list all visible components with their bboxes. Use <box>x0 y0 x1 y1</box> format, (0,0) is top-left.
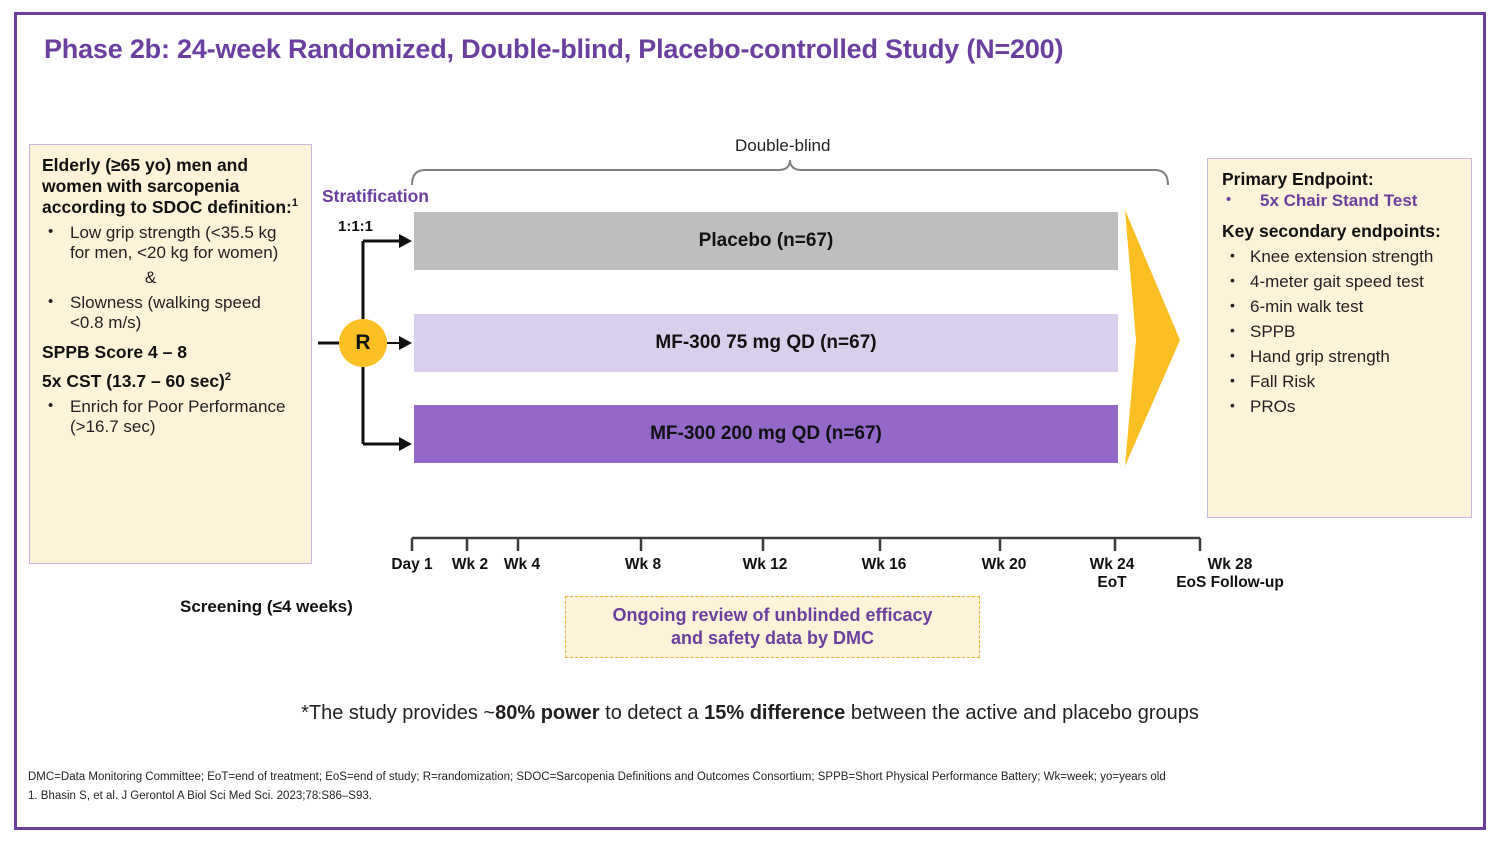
double-blind-brace <box>411 159 1169 186</box>
arrowhead-arm-0 <box>399 234 412 248</box>
criterion-text: Low grip strength (<35.5 kg for men, <20… <box>70 223 279 263</box>
criterion-item: • Slowness (walking speed <0.8 m/s) <box>42 293 299 334</box>
bullet-icon: • <box>1230 347 1235 364</box>
endpoints-card: Primary Endpoint: • 5x Chair Stand Test … <box>1207 158 1472 518</box>
timeline-ticks <box>410 538 1202 551</box>
secondary-endpoints-heading: Key secondary endpoints: <box>1222 221 1441 241</box>
tick-label-text: Wk 28 <box>1207 556 1253 573</box>
secondary-endpoint-item: • 4-meter gait speed test <box>1222 272 1459 292</box>
tick-label-text: Wk 4 <box>503 556 541 573</box>
study-arm-mf300-75mg: MF-300 75 mg QD (n=67) <box>414 314 1118 372</box>
population-heading: Elderly (≥65 yo) men and women with sarc… <box>42 155 299 218</box>
dmc-line-1: Ongoing review of unblinded efficacy <box>612 604 933 625</box>
arrowhead-arm-2 <box>399 437 412 451</box>
population-heading-text: Elderly (≥65 yo) men and women with sarc… <box>42 155 292 217</box>
secondary-endpoint-item: • 6-min walk test <box>1222 297 1459 317</box>
cst-line: 5x CST (13.7 – 60 sec)2 <box>42 371 299 392</box>
tick-label-text: Wk 2 <box>451 556 489 573</box>
timeline-tick-wk28: Wk 28 EoS Follow-up <box>1176 556 1284 592</box>
primary-endpoint-heading: Primary Endpoint: <box>1222 169 1374 189</box>
timeline-tick-wk20: Wk 20 <box>982 556 1027 574</box>
power-part-3: between the active and placebo groups <box>845 702 1199 724</box>
secondary-endpoint-text: PROs <box>1250 397 1296 417</box>
timeline-tick-wk8: Wk 8 <box>625 556 661 574</box>
bullet-icon: • <box>1230 272 1235 289</box>
conjunction-label: & <box>144 267 157 287</box>
timeline-tick-wk16: Wk 16 <box>862 556 907 574</box>
bullet-icon: • <box>1226 191 1232 208</box>
secondary-endpoint-text: 6-min walk test <box>1250 297 1364 317</box>
allocation-ratio-label: 1:1:1 <box>338 218 374 235</box>
power-bold-1: 80% power <box>495 702 600 724</box>
study-arm-placebo: Placebo (n=67) <box>414 212 1118 270</box>
population-criteria-card: Elderly (≥65 yo) men and women with sarc… <box>29 144 312 564</box>
criterion-text: Slowness (walking speed <0.8 m/s) <box>70 292 261 333</box>
tick-label-text: Wk 16 <box>861 556 907 573</box>
population-heading-superscript: 1 <box>291 197 298 210</box>
power-part-2: to detect a <box>599 702 705 724</box>
power-statement: *The study provides ~80% power to detect… <box>0 702 1500 725</box>
power-part-1: *The study provides ~ <box>301 702 496 724</box>
screening-label: Screening (≤4 weeks) <box>180 597 353 616</box>
tick-label-text: Wk 24 <box>1089 556 1135 573</box>
secondary-endpoint-text: SPPB <box>1250 322 1296 342</box>
timeline-tick-wk2: Wk 2 <box>452 556 488 574</box>
secondary-endpoint-text: Hand grip strength <box>1250 347 1390 367</box>
power-bold-2: 15% difference <box>704 702 846 724</box>
secondary-endpoint-item: • PROs <box>1222 397 1459 417</box>
secondary-endpoint-item: • Hand grip strength <box>1222 347 1459 367</box>
timeline-tick-wk4: Wk 4 <box>504 556 540 574</box>
bullet-icon: • <box>1230 322 1235 339</box>
tick-label-text: Wk 8 <box>624 556 662 573</box>
footnote-reference: 1. Bhasin S, et al. J Gerontol A Biol Sc… <box>28 790 372 802</box>
tick-sublabel-text: EoT <box>1097 573 1127 591</box>
sppb-score-line: SPPB Score 4 – 8 <box>42 341 187 362</box>
secondary-endpoint-item: • Fall Risk <box>1222 372 1459 392</box>
dmc-line-2: and safety data by DMC <box>670 628 875 648</box>
stratification-label: Stratification <box>322 186 429 206</box>
secondary-endpoint-text: 4-meter gait speed test <box>1250 272 1424 292</box>
secondary-endpoint-text: Fall Risk <box>1250 372 1316 392</box>
study-arm-mf300-200mg: MF-300 200 mg QD (n=67) <box>414 405 1118 463</box>
bullet-icon: • <box>48 396 54 414</box>
double-blind-label: Double-blind <box>735 136 831 155</box>
timeline-tick-day1: Day 1 <box>391 556 432 574</box>
study-completion-arrow <box>1125 210 1180 466</box>
bullet-icon: • <box>1230 297 1235 314</box>
bullet-icon: • <box>1230 372 1235 389</box>
primary-endpoint-item: • 5x Chair Stand Test <box>1222 191 1459 211</box>
arrowhead-arm-1 <box>399 336 412 350</box>
timeline-tick-wk24: Wk 24 EoT <box>1090 556 1135 592</box>
bullet-icon: • <box>48 223 54 240</box>
tick-label-text: Wk 20 <box>981 556 1027 573</box>
bullet-icon: • <box>1230 247 1235 263</box>
enrich-item: • Enrich for Poor Performance (>16.7 sec… <box>42 397 299 438</box>
secondary-endpoint-item: • Knee extension strength <box>1222 247 1459 267</box>
tick-sublabel-text: EoS Follow-up <box>1176 573 1284 591</box>
bullet-icon: • <box>1230 397 1235 414</box>
enrich-text: Enrich for Poor Performance (>16.7 sec) <box>70 396 286 436</box>
randomization-node: R <box>339 319 387 367</box>
primary-endpoint-text: 5x Chair Stand Test <box>1260 191 1418 210</box>
timeline-tick-wk12: Wk 12 <box>743 556 788 574</box>
criterion-item: • Low grip strength (<35.5 kg for men, <… <box>42 223 299 264</box>
secondary-endpoint-item: • SPPB <box>1222 322 1459 342</box>
cst-line-text: 5x CST (13.7 – 60 sec) <box>42 370 225 391</box>
footnote-abbreviations: DMC=Data Monitoring Committee; EoT=end o… <box>28 771 1166 783</box>
cst-superscript: 2 <box>224 370 232 383</box>
page-title: Phase 2b: 24-week Randomized, Double-bli… <box>44 34 1064 64</box>
secondary-endpoint-text: Knee extension strength <box>1250 247 1434 266</box>
dmc-review-box: Ongoing review of unblinded efficacy and… <box>565 596 980 658</box>
tick-label-text: Wk 12 <box>742 556 788 573</box>
bullet-icon: • <box>48 292 54 310</box>
tick-label-text: Day 1 <box>391 556 433 573</box>
